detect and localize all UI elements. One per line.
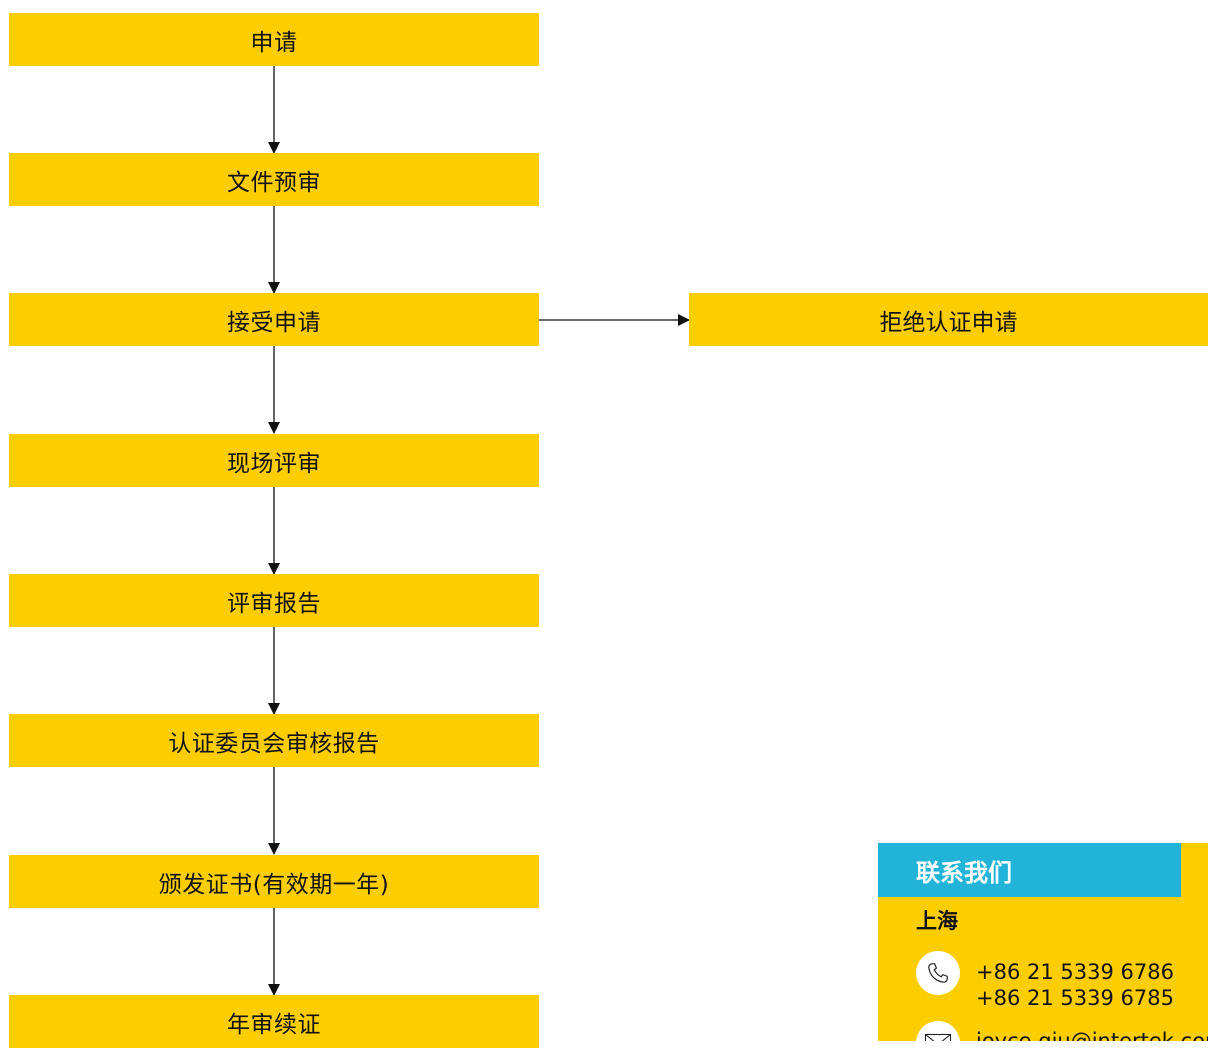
contact-title: 联系我们: [878, 843, 1181, 897]
step-committee-review: 认证委员会审核报告: [9, 714, 539, 767]
step-onsite-review: 现场评审: [9, 434, 539, 487]
step-reject-application: 拒绝认证申请: [689, 293, 1208, 346]
phone-icon: [916, 951, 960, 995]
step-apply: 申请: [9, 13, 539, 66]
contact-box: 联系我们 上海 +86 21 5339 6786 +86 21 5339 678…: [878, 843, 1208, 1041]
phone-number-1[interactable]: +86 21 5339 6786: [976, 960, 1174, 984]
step-document-prereview: 文件预审: [9, 153, 539, 206]
step-annual-renewal: 年审续证: [9, 995, 539, 1048]
step-review-report: 评审报告: [9, 574, 539, 627]
contact-city: 上海: [916, 909, 958, 933]
step-accept-application: 接受申请: [9, 293, 539, 346]
contact-phones: +86 21 5339 6786 +86 21 5339 6785: [976, 959, 1174, 1011]
step-issue-certificate: 颁发证书(有效期一年): [9, 855, 539, 908]
mail-icon: [916, 1021, 960, 1041]
contact-email[interactable]: joyce.qiu@intertek.com: [976, 1029, 1208, 1041]
phone-number-2[interactable]: +86 21 5339 6785: [976, 986, 1174, 1010]
